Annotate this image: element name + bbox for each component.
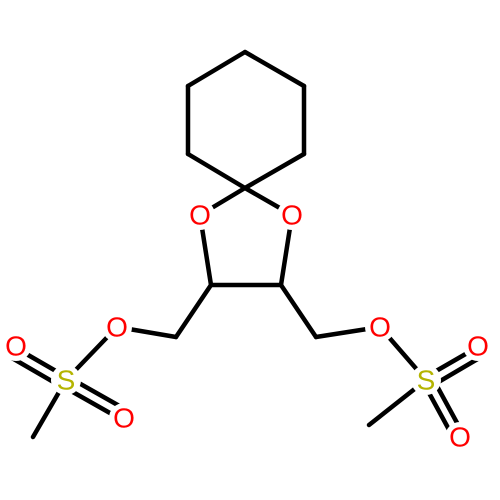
ring-oxygen-left: O: [185, 200, 215, 231]
sulfonyl-oxygen-left-b: O: [109, 403, 139, 434]
sulfonyl-oxygen-right-a-label: O: [467, 331, 489, 362]
atom-labels: O O O O S S O O: [1, 200, 493, 453]
bond-c1-c2: [185, 49, 248, 89]
bond-c2-c3: [242, 49, 307, 89]
sulfur-right: S: [411, 365, 441, 396]
sulfonyl-oxygen-left-a: O: [1, 331, 31, 362]
ester-oxygen-right: O: [365, 312, 395, 343]
sulfur-left: S: [51, 365, 81, 396]
sulfonyl-oxygen-left-a-label: O: [5, 331, 27, 362]
ring-oxygen-right-label: O: [281, 200, 303, 231]
ring-oxygen-right: O: [277, 200, 307, 231]
bond-spiro-c6: [185, 151, 248, 191]
sulfur-left-label: S: [57, 365, 76, 396]
bond-c-ch2-left: [173, 282, 214, 340]
sulfonyl-oxygen-right-b: O: [445, 422, 475, 453]
ester-oxygen-right-label: O: [369, 312, 391, 343]
sulfonyl-oxygen-left-b-label: O: [113, 403, 135, 434]
bond-c-ch2-right: [278, 282, 319, 340]
bond-c4-spiro: [242, 151, 307, 191]
ester-oxygen-left-label: O: [106, 312, 128, 343]
sulfur-right-label: S: [417, 365, 436, 396]
sulfonyl-oxygen-right-b-label: O: [449, 422, 471, 453]
ester-oxygen-left: O: [102, 312, 132, 343]
sulfonyl-oxygen-right-a: O: [463, 331, 493, 362]
ring-oxygen-left-label: O: [189, 200, 211, 231]
bonds: [9, 49, 484, 440]
